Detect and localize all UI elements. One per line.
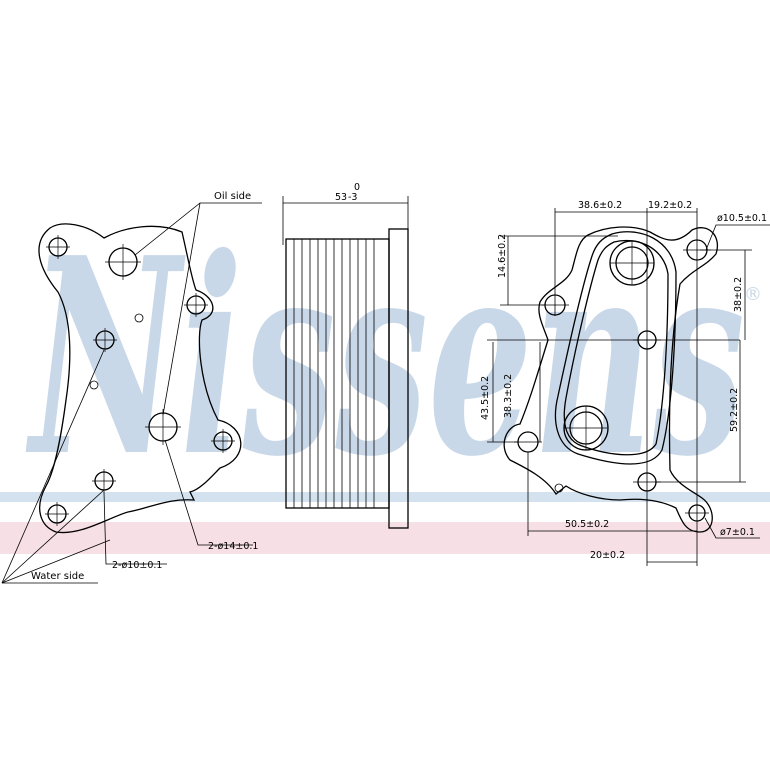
pin-r-small bbox=[554, 483, 564, 493]
dim-hole-7: ø7±0.1 bbox=[720, 527, 755, 538]
left-leaders bbox=[1, 202, 262, 584]
dim-50-5: 50.5±0.2 bbox=[565, 519, 609, 530]
right-outline bbox=[503, 226, 718, 533]
holes-10-label: 2-ø10±0.1 bbox=[112, 560, 162, 571]
right-view: 38.6±0.2 19.2±0.2 ø10.5±0.1 14.6±0.2 38±… bbox=[480, 200, 770, 566]
dim-38-3: 38.3±0.2 bbox=[503, 374, 514, 418]
dim-hole-10-5: ø10.5±0.1 bbox=[717, 213, 767, 224]
oil-side-label: Oil side bbox=[214, 191, 251, 202]
watermark-pink-band bbox=[0, 522, 770, 554]
left-flange-outline bbox=[38, 223, 242, 534]
right-dimension-lines bbox=[487, 208, 770, 566]
watermark-registered-mark: ® bbox=[744, 284, 762, 305]
fin-lines bbox=[293, 239, 375, 508]
length-tol-upper: 0 bbox=[354, 182, 360, 193]
left-view: Oil side Water side 2-ø14±0.1 2-ø10±0.1 bbox=[1, 191, 262, 584]
holes-14-label: 2-ø14±0.1 bbox=[208, 541, 258, 552]
dim-38: 38±0.2 bbox=[733, 277, 744, 312]
dim-19-2: 19.2±0.2 bbox=[648, 200, 692, 211]
dim-59-2: 59.2±0.2 bbox=[729, 388, 740, 432]
length-tol-lower: -3 bbox=[348, 192, 357, 203]
side-view: 53 0 -3 bbox=[282, 182, 409, 529]
dim-38-6: 38.6±0.2 bbox=[578, 200, 622, 211]
pin-small-1 bbox=[134, 313, 144, 323]
watermark-brand: Nissens bbox=[25, 198, 745, 516]
dim-20: 20±0.2 bbox=[590, 550, 625, 561]
gasket-inner bbox=[563, 239, 669, 456]
gasket-outer bbox=[554, 231, 677, 465]
side-flange bbox=[388, 228, 409, 529]
length-value: 53 bbox=[335, 192, 347, 203]
pin-small-2 bbox=[89, 380, 99, 390]
water-side-label: Water side bbox=[31, 571, 84, 582]
dim-43-5: 43.5±0.2 bbox=[480, 376, 491, 420]
dim-14-6: 14.6±0.2 bbox=[497, 234, 508, 278]
watermark-blue-band bbox=[0, 492, 770, 502]
left-hole-centerlines bbox=[45, 235, 235, 526]
